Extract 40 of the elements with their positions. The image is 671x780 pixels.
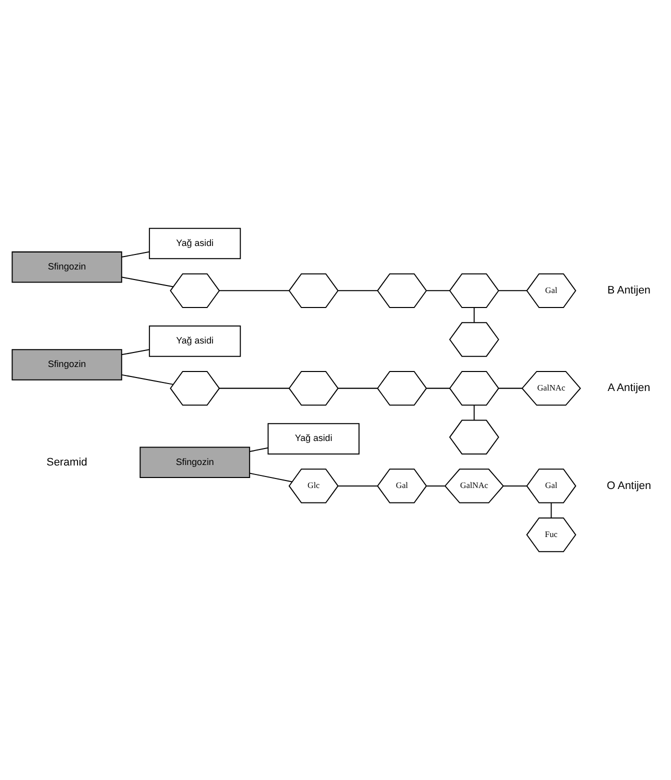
connector xyxy=(498,290,527,292)
node-hexagon xyxy=(449,420,500,454)
connector xyxy=(474,405,475,420)
connector xyxy=(122,349,150,356)
node-hexagon xyxy=(170,370,220,406)
connector xyxy=(338,290,378,292)
node-box: Sfingozin xyxy=(12,349,122,380)
connector xyxy=(426,485,445,486)
connector xyxy=(338,485,378,486)
connector xyxy=(122,374,174,385)
connector xyxy=(122,276,174,288)
node-hexagon xyxy=(449,322,500,357)
connector xyxy=(498,388,522,389)
label: A Antijen xyxy=(608,382,650,394)
label: Seramid xyxy=(46,456,88,468)
node-hexagon xyxy=(288,273,339,308)
node-hexagon xyxy=(449,273,500,308)
node-hexagon xyxy=(376,273,427,308)
connector xyxy=(426,388,450,389)
connector xyxy=(503,485,527,486)
label: B Antijen xyxy=(607,284,651,297)
node-box: Sfingozin xyxy=(140,446,250,478)
connector xyxy=(219,388,290,389)
connector xyxy=(219,290,290,292)
connector xyxy=(338,388,378,389)
node-box: Yağ asidi xyxy=(148,326,241,357)
node-box: Sfingozin xyxy=(12,251,122,283)
connector xyxy=(250,472,292,482)
node-hexagon xyxy=(376,370,427,406)
node-hexagon xyxy=(170,273,220,308)
connector xyxy=(426,290,450,292)
node-box: Yağ asidi xyxy=(268,423,360,454)
node-hexagon xyxy=(449,370,500,406)
connector xyxy=(250,447,268,452)
connector xyxy=(474,308,475,322)
connector xyxy=(122,251,150,258)
label: O Antijen xyxy=(606,480,652,492)
node-box: Yağ asidi xyxy=(148,228,241,260)
node-hexagon xyxy=(288,370,339,406)
connector xyxy=(550,503,552,518)
